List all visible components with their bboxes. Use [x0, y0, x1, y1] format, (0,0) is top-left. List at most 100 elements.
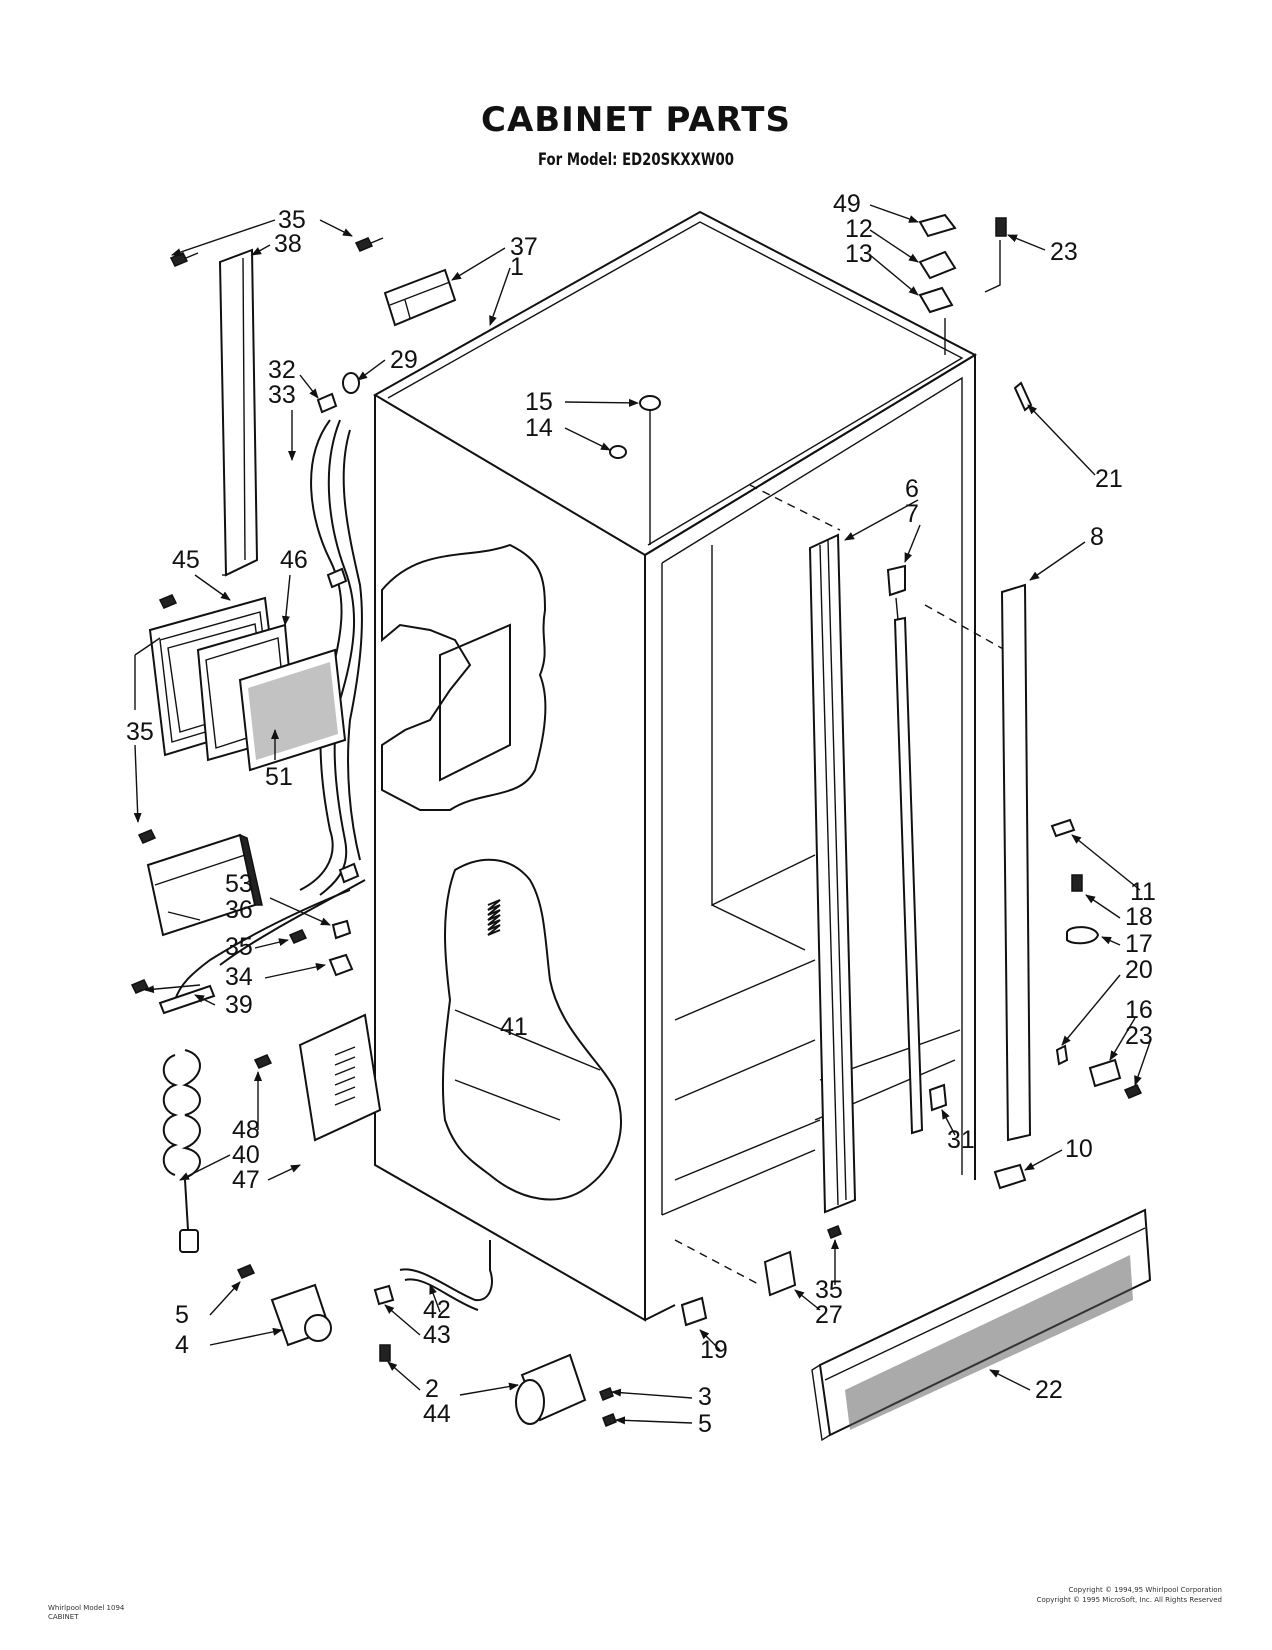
toe-grille-22 — [811, 1208, 1152, 1442]
callout-17: 17 — [1125, 930, 1153, 958]
footer-copyright-2: Copyright © 1995 MicroSoft, Inc. All Rig… — [1036, 1596, 1222, 1604]
callout-2: 2 — [425, 1375, 439, 1403]
screw-icon — [158, 594, 178, 609]
callout-53: 53 — [225, 870, 253, 898]
footer-section: CABINET — [48, 1613, 79, 1621]
callout-41: 41 — [500, 1013, 528, 1041]
callout-46: 46 — [280, 546, 308, 574]
callout-42: 42 — [423, 1296, 451, 1324]
callout-33: 33 — [268, 381, 296, 409]
heater-strip-7 — [886, 564, 924, 1135]
callout-21: 21 — [1095, 465, 1123, 493]
callout-8: 8 — [1090, 523, 1104, 551]
mullion-rail-6 — [808, 533, 857, 1214]
callout-48: 48 — [232, 1116, 260, 1144]
callout-12: 12 — [845, 215, 873, 243]
callout-45: 45 — [172, 546, 200, 574]
callout-5: 5 — [698, 1410, 712, 1438]
screw-icon — [137, 829, 157, 844]
bracket-39 — [158, 984, 216, 1015]
hinge-17 — [1066, 926, 1100, 945]
diagram-title: CABINET PARTS — [481, 100, 791, 140]
callout-38: 38 — [274, 230, 302, 258]
roller-assembly-4 — [236, 1264, 332, 1347]
cap-10 — [993, 1163, 1027, 1190]
wire-harness — [174, 392, 366, 1001]
screw-icon — [1071, 874, 1083, 892]
power-cord-40 — [162, 1049, 201, 1253]
footer-model: Whirlpool Model 1094 — [48, 1604, 125, 1612]
callout-51: 51 — [265, 763, 293, 791]
callout-10: 10 — [1065, 1135, 1093, 1163]
callout-27: 27 — [815, 1301, 843, 1329]
callout-labels: 35 38 37 1 29 32 33 45 46 35 51 53 36 35… — [126, 190, 1156, 1438]
screw-icon — [288, 929, 308, 944]
footer-copyright: Copyright © 1994,95 Whirlpool Corporatio… — [1037, 1585, 1222, 1605]
callout-36: 36 — [225, 896, 253, 924]
callout-47: 47 — [232, 1166, 260, 1194]
callout-40: 40 — [232, 1141, 260, 1169]
screw-icon — [1123, 1084, 1143, 1099]
footer-model-info: Whirlpool Model 1094 CABINET — [48, 1604, 124, 1622]
callout-20: 20 — [1125, 956, 1153, 984]
callout-37: 37 — [510, 233, 538, 261]
clip-34 — [328, 953, 354, 977]
callout-15: 15 — [525, 388, 553, 416]
bracket-37 — [383, 268, 457, 327]
screw-icon — [130, 979, 150, 994]
model-subtitle: For Model: ED20SKXXW00 — [538, 150, 734, 170]
callout-34: 34 — [225, 963, 253, 991]
drain-pump-2 — [515, 1353, 617, 1427]
callout-39: 39 — [225, 991, 253, 1019]
grommet-29 — [342, 372, 360, 394]
callout-49: 49 — [833, 190, 861, 218]
vented-cover-48 — [253, 1013, 382, 1142]
top-hinge-assembly — [918, 213, 1007, 355]
callout-5: 5 — [175, 1301, 189, 1329]
drain-tube-42 — [373, 1240, 493, 1362]
callout-35: 35 — [815, 1276, 843, 1304]
control-board-51 — [238, 648, 347, 772]
callout-23: 23 — [1125, 1022, 1153, 1050]
defrost-heater-coil — [487, 899, 501, 936]
callout-11: 11 — [1130, 878, 1156, 906]
cabinet-body — [373, 210, 1006, 1322]
callout-31: 31 — [947, 1126, 975, 1154]
clip-19 — [680, 1296, 708, 1327]
callout-16: 16 — [1125, 996, 1153, 1024]
callout-3: 3 — [698, 1383, 712, 1411]
screw-icon — [169, 252, 199, 267]
callout-13: 13 — [845, 240, 873, 268]
bracket-16 — [1088, 1058, 1122, 1088]
callout-43: 43 — [423, 1321, 451, 1349]
leader-lines — [133, 204, 1151, 1425]
callout-35: 35 — [126, 718, 154, 746]
clip-20 — [1055, 1044, 1069, 1066]
trim-rail-38 — [218, 248, 259, 577]
screw-icon — [354, 237, 384, 252]
callout-7: 7 — [905, 500, 919, 528]
callout-1: 1 — [510, 253, 524, 281]
screw-icon — [827, 1225, 842, 1239]
access-panel-36 — [146, 833, 263, 937]
callout-22: 22 — [1035, 1376, 1063, 1404]
callout-29: 29 — [390, 346, 418, 374]
clip-53 — [331, 919, 352, 940]
clip-11 — [1050, 818, 1076, 838]
callout-35: 35 — [278, 206, 306, 234]
callout-4: 4 — [175, 1331, 189, 1359]
plug-14 — [609, 445, 627, 459]
callout-19: 19 — [700, 1336, 728, 1364]
callout-32: 32 — [268, 356, 296, 384]
switch-31 — [928, 1083, 948, 1112]
bracket-27 — [763, 1250, 797, 1297]
callout-6: 6 — [905, 475, 919, 503]
cutaway-side-wall — [381, 543, 622, 1201]
footer-copyright-1: Copyright © 1994,95 Whirlpool Corporatio… — [1068, 1586, 1222, 1594]
callout-23: 23 — [1050, 238, 1078, 266]
trim-strip-8 — [1000, 583, 1032, 1142]
callout-14: 14 — [525, 414, 553, 442]
callout-44: 44 — [423, 1400, 451, 1428]
plug-15 — [639, 395, 661, 411]
